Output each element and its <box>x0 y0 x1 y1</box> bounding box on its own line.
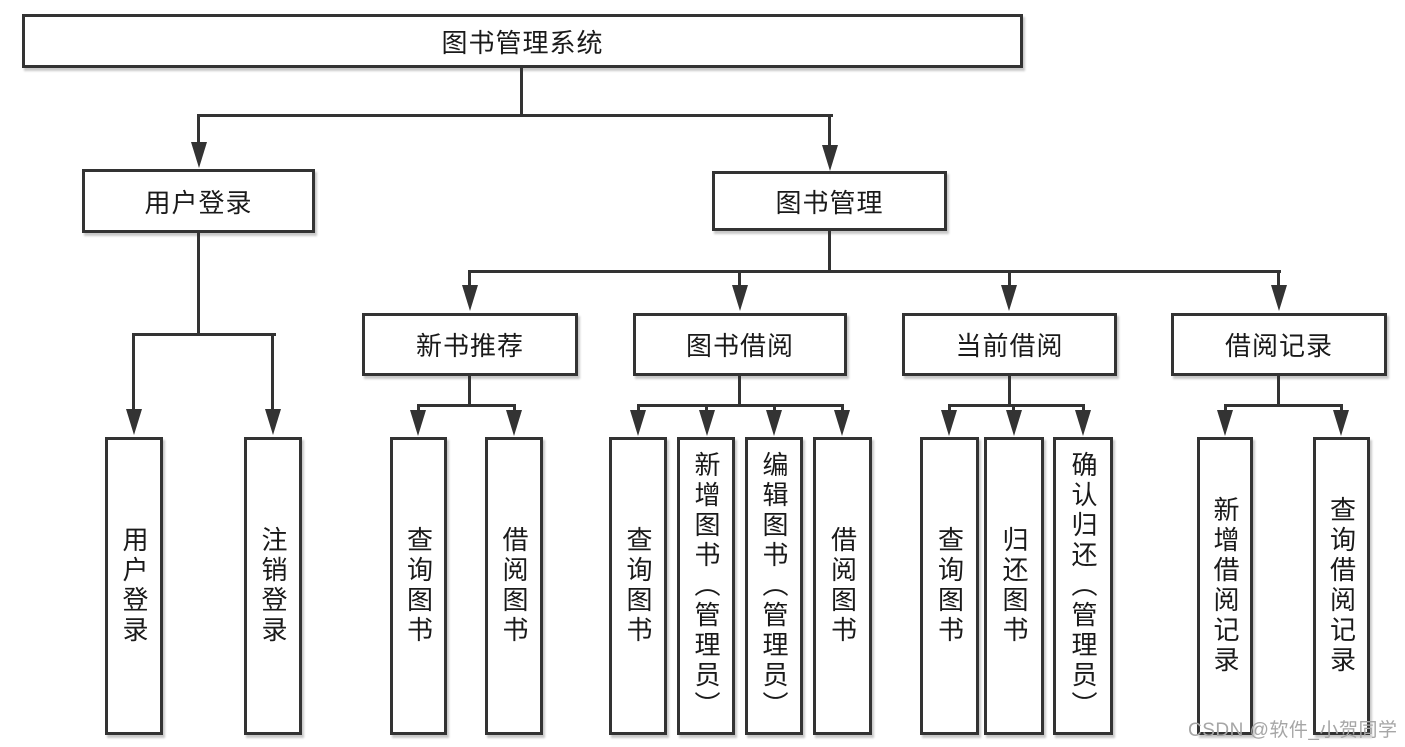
connector-line <box>1082 404 1085 414</box>
node-add-borrow-record: 新增借阅记录 <box>1197 437 1253 735</box>
connector-line <box>271 333 274 412</box>
arrow-head-icon <box>1271 285 1287 311</box>
csdn-watermark: CSDN @软件_小贺同学 <box>1188 720 1398 741</box>
node-book-borrowing: 图书借阅 <box>633 313 847 376</box>
node-query-books-recommend: 查询图书 <box>390 437 447 735</box>
connector-line <box>1277 270 1280 290</box>
connector-line <box>197 114 833 117</box>
arrow-head-icon <box>191 142 207 168</box>
arrow-head-icon <box>1006 410 1022 436</box>
node-new-book-recommend: 新书推荐 <box>362 313 578 376</box>
node-current-borrowing: 当前借阅 <box>902 313 1117 376</box>
connector-line <box>948 404 951 414</box>
connector-line <box>1008 376 1011 406</box>
arrow-head-icon <box>630 410 646 436</box>
node-add-book-admin: 新增图书（管理员） <box>677 437 735 735</box>
connector-line <box>841 404 844 414</box>
node-book-management: 图书管理 <box>712 171 947 231</box>
connector-line <box>132 333 135 412</box>
node-query-books-borrowing: 查询图书 <box>609 437 667 735</box>
arrow-head-icon <box>1001 285 1017 311</box>
node-edit-book-admin: 编辑图书（管理员） <box>745 437 803 735</box>
connector-line <box>197 233 200 336</box>
node-logout-leaf: 注销登录 <box>244 437 302 735</box>
node-borrow-books-recommend: 借阅图书 <box>485 437 543 735</box>
connector-line <box>197 114 200 146</box>
arrow-head-icon <box>732 285 748 311</box>
connector-line <box>828 231 831 273</box>
node-borrowing-records: 借阅记录 <box>1171 313 1387 376</box>
arrow-head-icon <box>126 409 142 435</box>
connector-line <box>1340 404 1343 414</box>
connector-line <box>773 404 776 414</box>
arrow-head-icon <box>941 410 957 436</box>
connector-line <box>1012 404 1015 414</box>
arrow-head-icon <box>265 409 281 435</box>
arrow-head-icon <box>410 410 426 436</box>
connector-line <box>637 404 844 407</box>
arrow-head-icon <box>462 285 478 311</box>
arrow-head-icon <box>1217 410 1233 436</box>
arrow-head-icon <box>1333 410 1349 436</box>
node-confirm-return-admin: 确认归还（管理员） <box>1053 437 1113 735</box>
connector-line <box>1008 270 1011 290</box>
connector-line <box>468 376 471 406</box>
arrow-head-icon <box>506 410 522 436</box>
node-user-login: 用户登录 <box>82 169 315 233</box>
connector-line <box>705 404 708 414</box>
connector-line <box>1224 404 1343 407</box>
connector-line <box>417 404 420 414</box>
node-borrow-books-leaf: 借阅图书 <box>813 437 872 735</box>
connector-line <box>513 404 516 414</box>
connector-line <box>132 333 276 336</box>
connector-line <box>1224 404 1227 414</box>
arrow-head-icon <box>1075 410 1091 436</box>
node-query-books-current: 查询图书 <box>920 437 979 735</box>
connector-line <box>417 404 516 407</box>
arrow-head-icon <box>699 410 715 436</box>
arrow-head-icon <box>766 410 782 436</box>
connector-line <box>738 376 741 406</box>
node-user-login-leaf: 用户登录 <box>105 437 163 735</box>
connector-line <box>468 270 1281 273</box>
connector-line <box>948 404 1085 407</box>
node-return-book: 归还图书 <box>984 437 1044 735</box>
node-query-borrow-record: 查询借阅记录 <box>1313 437 1370 735</box>
connector-line <box>520 68 523 117</box>
node-library-system: 图书管理系统 <box>22 14 1023 68</box>
arrow-head-icon <box>822 145 838 171</box>
connector-line <box>468 270 471 290</box>
arrow-head-icon <box>834 410 850 436</box>
connector-line <box>828 114 831 148</box>
connector-line <box>738 270 741 290</box>
connector-line <box>637 404 640 414</box>
connector-line <box>1277 376 1280 406</box>
